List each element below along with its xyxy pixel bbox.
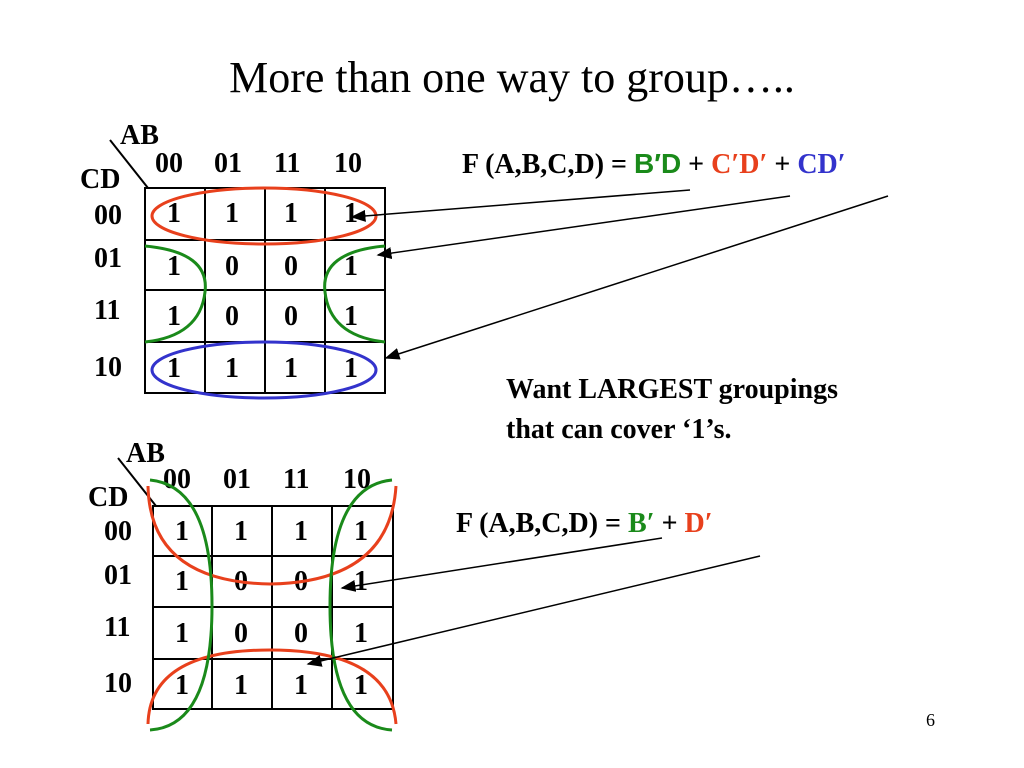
kmap-cell: 1 bbox=[175, 516, 189, 547]
arrow bbox=[340, 537, 663, 592]
col-header: 01 bbox=[223, 464, 251, 495]
grouping-arc-green bbox=[144, 244, 207, 344]
grouping-arc-red bbox=[146, 485, 398, 586]
kmap-2-grid bbox=[117, 457, 394, 710]
arrow bbox=[350, 189, 691, 222]
kmap-cell: 1 bbox=[354, 618, 368, 649]
kmap-cell: 1 bbox=[225, 198, 239, 229]
kmap-cell: 1 bbox=[234, 670, 248, 701]
grouping-ellipse-red bbox=[150, 186, 378, 246]
row-header: 00 bbox=[94, 200, 122, 231]
row-header: 00 bbox=[104, 516, 132, 547]
col-header: 11 bbox=[283, 464, 310, 495]
kmap-cell: 1 bbox=[344, 301, 358, 332]
term-dprime: D′ bbox=[684, 508, 713, 539]
row-header: 10 bbox=[94, 352, 122, 383]
kmap-cell: 1 bbox=[294, 516, 308, 547]
plus-sign: + bbox=[661, 508, 678, 539]
kmap-cell: 1 bbox=[344, 353, 358, 384]
arrow bbox=[306, 555, 761, 667]
kmap-cell: 1 bbox=[167, 301, 181, 332]
kmap-cell: 0 bbox=[225, 301, 239, 332]
row-header: 01 bbox=[94, 243, 122, 274]
cd-label: CD bbox=[88, 482, 129, 513]
plus-sign: + bbox=[774, 149, 791, 180]
col-header: 10 bbox=[334, 148, 362, 179]
kmap-cell: 1 bbox=[354, 670, 368, 701]
kmap-cell: 1 bbox=[234, 516, 248, 547]
kmap-cell: 1 bbox=[284, 198, 298, 229]
ab-label: AB bbox=[126, 438, 165, 469]
col-header: 00 bbox=[155, 148, 183, 179]
term-bprime-d: B′D bbox=[634, 148, 682, 179]
kmap-cell: 0 bbox=[234, 618, 248, 649]
equation-lhs: F (A,B,C,D) = bbox=[462, 149, 628, 180]
note-line: that can cover ‘1’s. bbox=[506, 414, 732, 445]
kmap-cell: 1 bbox=[175, 670, 189, 701]
term-c-dprime: CD′ bbox=[797, 149, 846, 180]
row-header: 01 bbox=[104, 560, 132, 591]
kmap-cell: 1 bbox=[354, 516, 368, 547]
plus-sign: + bbox=[688, 149, 705, 180]
kmap-1-grid bbox=[109, 139, 386, 394]
cd-label: CD bbox=[80, 164, 121, 195]
kmap-cell: 1 bbox=[225, 353, 239, 384]
arrow bbox=[384, 195, 889, 360]
term-cprime-dprime: C′D′ bbox=[711, 149, 768, 180]
ab-label: AB bbox=[120, 120, 159, 151]
kmap-cell: 1 bbox=[167, 198, 181, 229]
grouping-ellipse-blue bbox=[150, 340, 378, 400]
note-line: Want LARGEST groupings bbox=[506, 374, 838, 405]
note-text: Want LARGEST groupings that can cover ‘1… bbox=[506, 370, 838, 450]
kmap-cell: 0 bbox=[284, 301, 298, 332]
kmap-cell: 1 bbox=[167, 353, 181, 384]
kmap-cell: 1 bbox=[294, 670, 308, 701]
kmap-cell: 0 bbox=[294, 618, 308, 649]
kmap-cell: 0 bbox=[225, 251, 239, 282]
row-header: 11 bbox=[104, 612, 131, 643]
corner-diagonal bbox=[109, 139, 149, 189]
row-header: 10 bbox=[104, 668, 132, 699]
slide-title: More than one way to group….. bbox=[229, 53, 795, 102]
kmap-cell: 1 bbox=[344, 251, 358, 282]
grouping-arc-green bbox=[328, 478, 393, 732]
kmap-cell: 1 bbox=[284, 353, 298, 384]
grouping-arc-green bbox=[323, 244, 386, 344]
equation-1: F (A,B,C,D) = B′D + C′D′ + CD′ bbox=[462, 148, 846, 181]
equation-lhs: F (A,B,C,D) = bbox=[456, 508, 622, 539]
row-header: 11 bbox=[94, 295, 121, 326]
equation-2: F (A,B,C,D) = B′ + D′ bbox=[456, 508, 713, 540]
kmap-cell: 0 bbox=[284, 251, 298, 282]
kmap-cell: 1 bbox=[175, 618, 189, 649]
grouping-arc-green bbox=[149, 478, 214, 732]
grouping-arc-red bbox=[146, 648, 398, 725]
page-number: 6 bbox=[926, 710, 935, 730]
kmap-cell: 1 bbox=[354, 566, 368, 597]
kmap-cell: 1 bbox=[175, 566, 189, 597]
col-header: 11 bbox=[274, 148, 301, 179]
arrow bbox=[376, 195, 791, 260]
term-bprime: B′ bbox=[628, 508, 655, 539]
col-header: 01 bbox=[214, 148, 242, 179]
kmap-cell: 1 bbox=[167, 251, 181, 282]
